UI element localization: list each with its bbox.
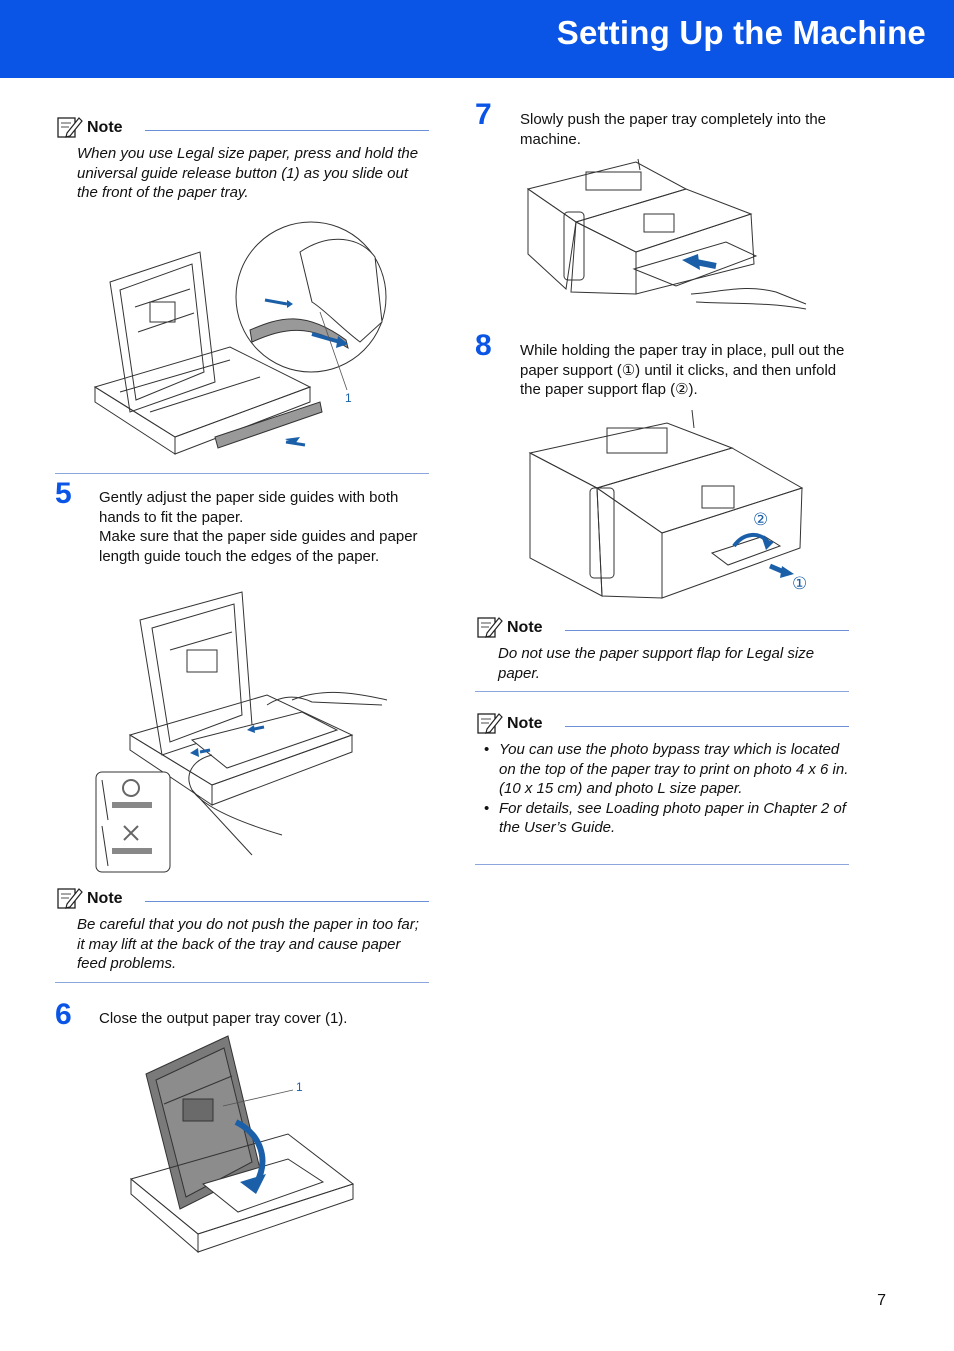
step-7-number: 7: [475, 98, 492, 131]
step-5-line-2: Make sure that the paper side guides and…: [99, 528, 418, 565]
note-pencil-icon: [477, 713, 503, 734]
note-header: Note: [55, 116, 429, 138]
step-6-text: Close the output paper tray cover (1).: [99, 1010, 348, 1027]
step-6-number: 6: [55, 998, 72, 1031]
callout-2: ②: [753, 510, 768, 529]
side-guides-illustration: [95, 591, 388, 873]
note-header: Note: [475, 712, 849, 734]
step-8-text: While holding the paper tray in place, p…: [520, 342, 845, 398]
note-header: Note: [55, 887, 429, 909]
note-text: Be careful that you do not push the pape…: [77, 916, 419, 972]
note-bottom-rule: [475, 864, 849, 865]
note-pencil-icon: [57, 117, 83, 138]
note-text: Do not use the paper support flap for Le…: [498, 645, 815, 682]
note-bullet-list: You can use the photo bypass tray which …: [475, 740, 849, 838]
note-photo-bypass: Note You can use the photo bypass tray w…: [475, 712, 849, 838]
list-item: For details, see Loading photo paper in …: [475, 799, 849, 838]
step-5-number: 5: [55, 477, 72, 510]
note-divider: [565, 630, 849, 631]
note-divider: [145, 130, 429, 131]
note-legal-flap: Note Do not use the paper support flap f…: [475, 616, 849, 683]
page-number: 7: [877, 1292, 886, 1309]
section-divider: [55, 473, 429, 474]
note-pencil-icon: [57, 888, 83, 909]
note-bottom-rule: [475, 691, 849, 692]
page-title: Setting Up the Machine: [556, 14, 926, 51]
paper-support-illustration: ② ①: [528, 409, 807, 599]
callout-1: 1: [296, 1080, 303, 1094]
note-divider: [565, 726, 849, 727]
note-paper-feed: Note Be careful that you do not push the…: [55, 887, 429, 974]
note-bottom-rule: [55, 982, 429, 983]
note-label: Note: [507, 619, 543, 636]
step-8-number: 8: [475, 329, 492, 362]
note-pencil-icon: [477, 617, 503, 638]
note-text: When you use Legal size paper, press and…: [77, 145, 419, 201]
note-divider: [145, 901, 429, 902]
list-item: You can use the photo bypass tray which …: [475, 740, 849, 799]
push-tray-illustration: [526, 158, 807, 310]
step-5-line-1: Gently adjust the paper side guides with…: [99, 489, 399, 526]
output-cover-illustration: 1: [129, 1035, 355, 1254]
note-label: Note: [87, 119, 123, 136]
note-legal-paper: Note When you use Legal size paper, pres…: [55, 116, 429, 203]
callout-1: 1: [345, 391, 352, 405]
tray-release-illustration: 1: [93, 221, 387, 455]
step-5-text: Gently adjust the paper side guides with…: [99, 488, 429, 566]
page-header: Setting Up the Machine: [0, 0, 954, 78]
note-label: Note: [87, 890, 123, 907]
callout-1: ①: [792, 574, 807, 593]
step-7-text: Slowly push the paper tray completely in…: [520, 111, 826, 148]
note-label: Note: [507, 715, 543, 732]
note-header: Note: [475, 616, 849, 638]
